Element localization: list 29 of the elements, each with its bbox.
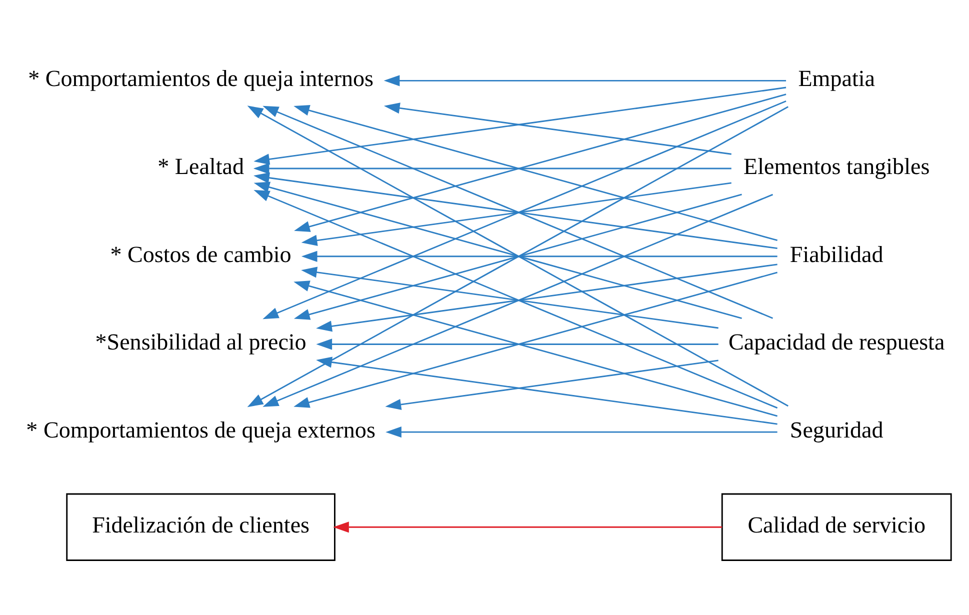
arrow	[294, 194, 742, 320]
arrow	[316, 338, 718, 350]
arrow	[301, 266, 718, 329]
arrow	[333, 522, 722, 533]
arrow	[384, 102, 732, 155]
node-box: Fidelización de clientes	[66, 493, 336, 561]
node-text: Capacidad de respuesta	[728, 328, 945, 355]
arrow	[254, 86, 786, 165]
node-text: Fiabilidad	[790, 240, 884, 267]
node-text: * Lealtad	[158, 153, 244, 179]
arrow	[294, 94, 786, 232]
node-text: * Comportamientos de queja internos	[28, 65, 374, 92]
node-text: *Sensibilidad al precio	[95, 328, 306, 355]
arrow	[294, 104, 778, 242]
node-text: * Comportamientos de queja externos	[26, 416, 376, 443]
arrow	[384, 75, 786, 86]
arrow	[254, 172, 778, 250]
node-text: Empatia	[798, 65, 875, 92]
node-text: Elementos tangibles	[744, 153, 930, 179]
arrow	[301, 182, 732, 246]
node-text: Seguridad	[790, 416, 884, 443]
node-box: Calidad de servicio	[721, 493, 952, 561]
arrow	[301, 250, 778, 262]
arrow	[386, 426, 778, 438]
arrow	[385, 360, 718, 410]
node-text: * Costos de cambio	[110, 240, 292, 267]
arrow	[316, 264, 778, 332]
arrow	[254, 182, 742, 319]
arrow	[253, 162, 732, 174]
